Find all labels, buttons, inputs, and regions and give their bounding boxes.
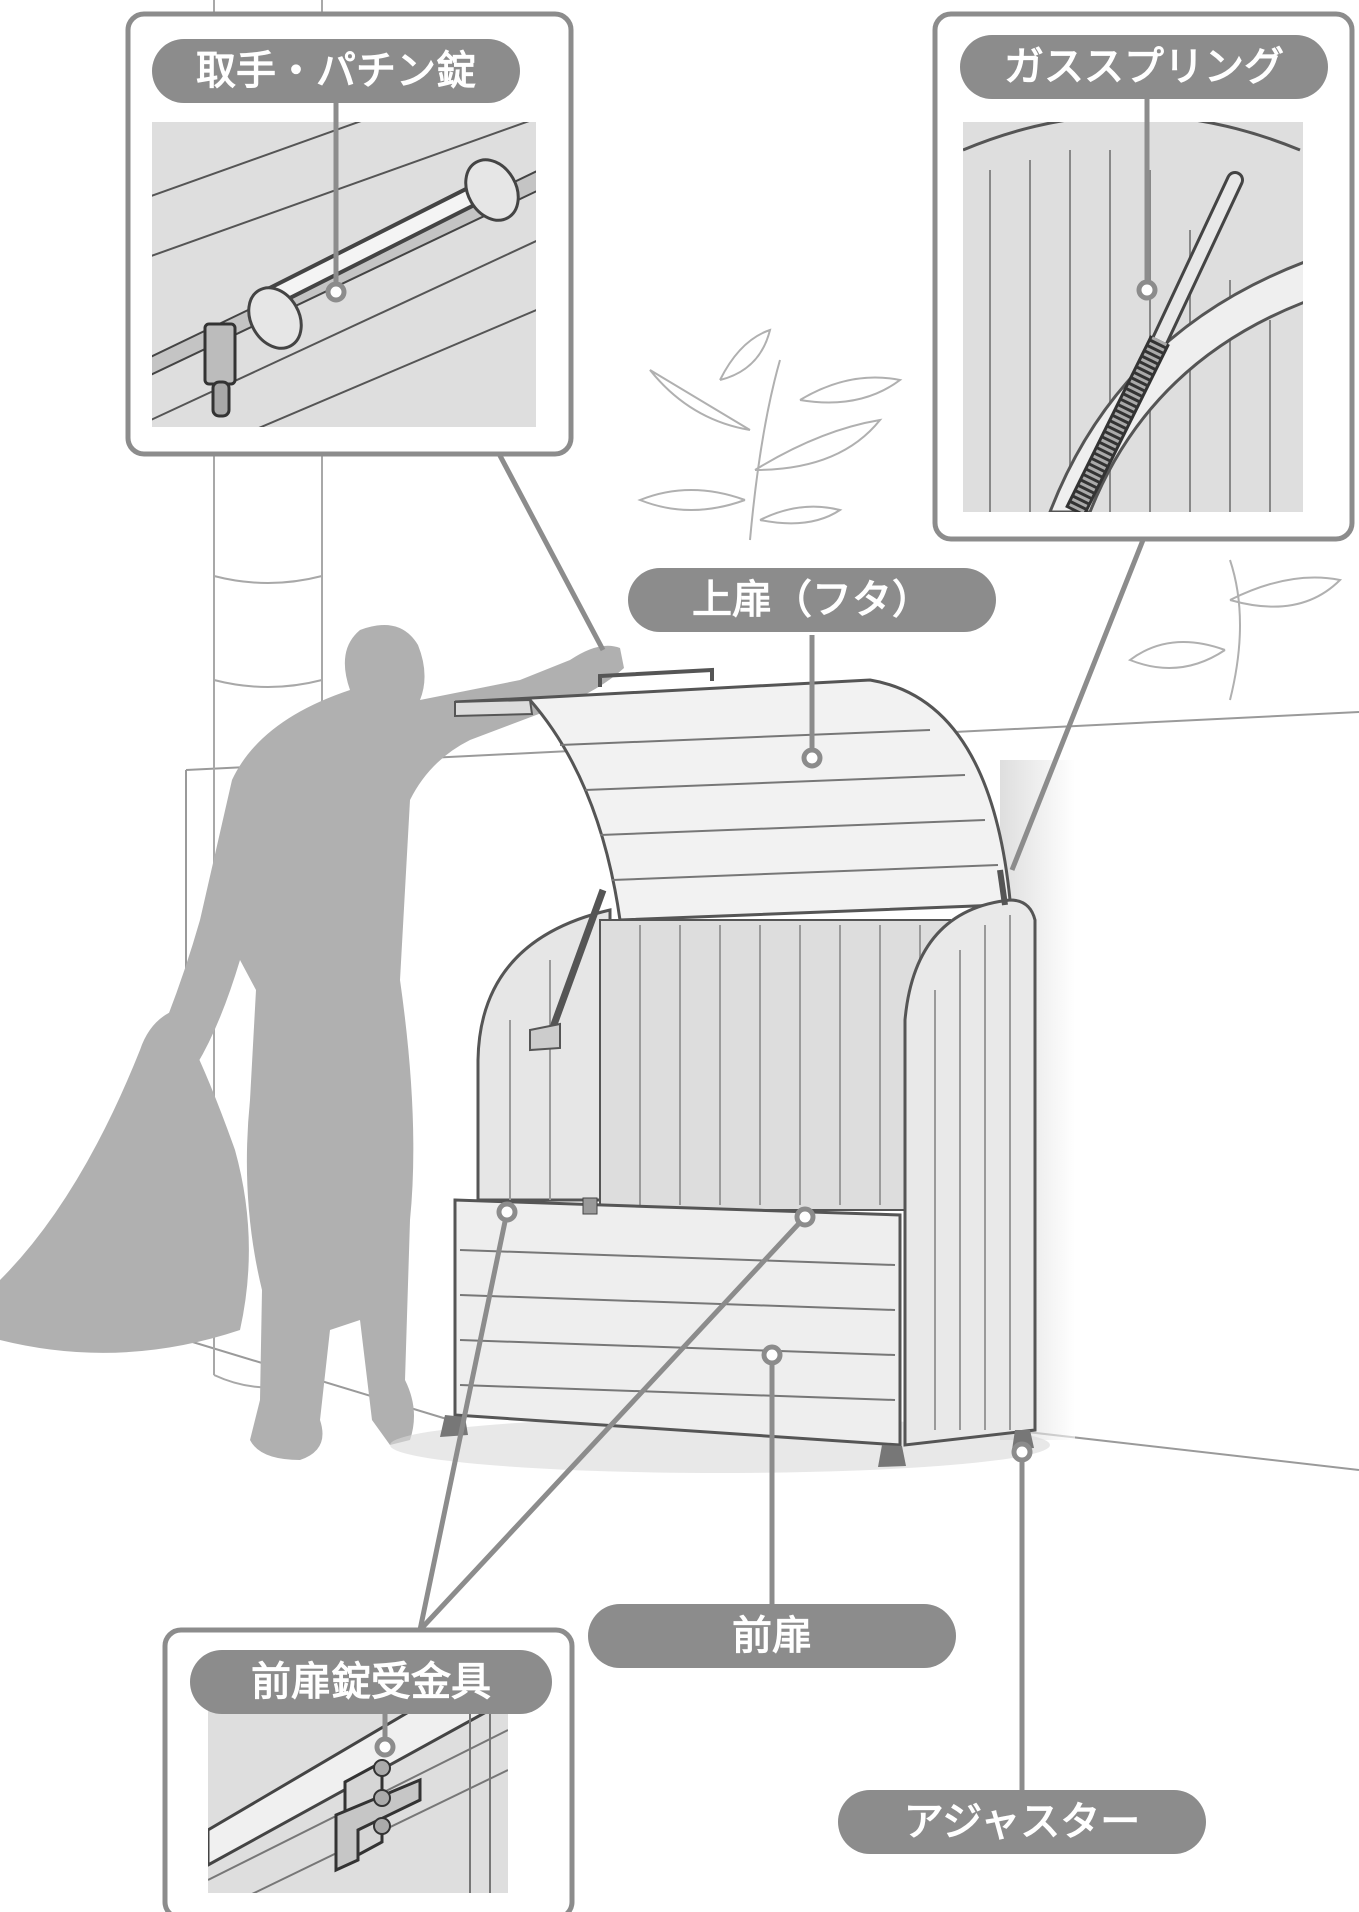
label-front-door-lock-receiver: 前扉錠受金具 — [190, 1650, 552, 1714]
svg-text:アジャスター: アジャスター — [904, 1799, 1140, 1845]
inset-gas-spring: ガススプリング — [932, 11, 1355, 542]
front-door — [453, 1197, 902, 1447]
storage-cabinet — [390, 667, 1075, 1473]
inset-handle-latch: 取手・パチン錠 — [125, 11, 574, 457]
plant-illustration — [637, 328, 1343, 701]
top-door-lid — [454, 667, 1012, 922]
label-top-door: 上扉（フタ） — [628, 568, 996, 632]
label-gas-spring: ガススプリング — [960, 35, 1328, 99]
person-silhouette — [0, 625, 624, 1460]
svg-text:上扉（フタ）: 上扉（フタ） — [692, 577, 932, 623]
svg-text:前扉: 前扉 — [732, 1613, 812, 1659]
svg-text:取手・パチン錠: 取手・パチン錠 — [196, 48, 476, 94]
svg-text:ガススプリング: ガススプリング — [1004, 44, 1284, 90]
label-front-door: 前扉 — [588, 1604, 956, 1668]
svg-text:前扉錠受金具: 前扉錠受金具 — [251, 1659, 491, 1705]
label-handle-latch: 取手・パチン錠 — [152, 39, 520, 103]
inset-front-door-lock-receiver: 前扉錠受金具 — [162, 1627, 575, 1912]
leader-lines — [417, 448, 1146, 1794]
leader-dots — [496, 747, 1033, 1463]
label-adjuster: アジャスター — [838, 1790, 1206, 1854]
